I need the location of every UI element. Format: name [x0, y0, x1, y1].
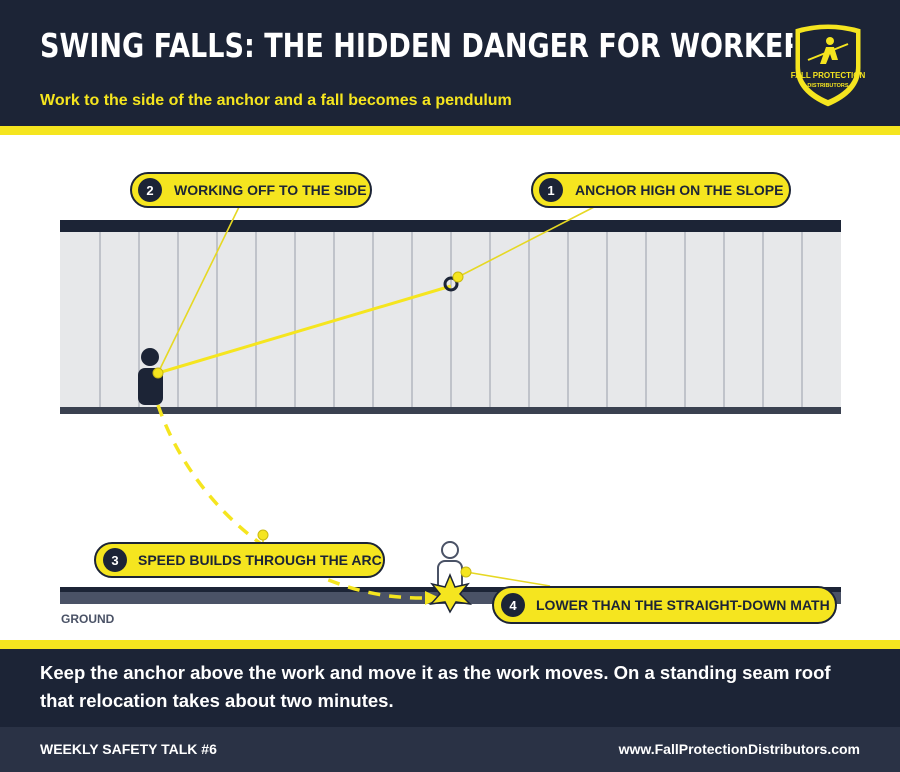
callout-working-off-side: 2 WORKING OFF TO THE SIDE [130, 172, 372, 208]
callout-number: 2 [146, 183, 153, 198]
logo-text-line1: FALL PROTECTION [791, 71, 866, 80]
footer-message: Keep the anchor above the work and move … [40, 662, 831, 711]
footer-stripe [0, 640, 900, 649]
company-logo: FALL PROTECTION DISTRIBUTORS [791, 21, 866, 110]
lifeline [157, 284, 452, 375]
header-stripe [0, 126, 900, 135]
swing-fall-diagram: GROUND 2 WORKING OFF TO THE SIDE [60, 172, 841, 626]
bottom-bar [0, 727, 900, 772]
anchor-point [443, 276, 459, 292]
impact-burst-icon [429, 573, 473, 614]
impact-worker-figure [437, 541, 463, 592]
callout-lower-than-math: 4 LOWER THAN THE STRAIGHT-DOWN MATH [492, 586, 837, 624]
callout-speed-builds: 3 SPEED BUILDS THROUGH THE ARC [94, 542, 385, 578]
page-title: SWING FALLS: THE HIDDEN DANGER FOR WORKE… [40, 26, 824, 65]
roof-panel [60, 220, 841, 414]
callout-label: ANCHOR HIGH ON THE SLOPE [575, 182, 783, 198]
header-band [0, 0, 900, 126]
callout-label: SPEED BUILDS THROUGH THE ARC [138, 552, 382, 568]
callout-number: 3 [111, 553, 118, 568]
footer-band [0, 649, 900, 727]
arc-arrowhead [425, 591, 440, 605]
ground-label: GROUND [61, 612, 115, 626]
logo-text-line2: DISTRIBUTORS [807, 83, 848, 89]
callout-number: 4 [509, 598, 517, 613]
callout-label: WORKING OFF TO THE SIDE [174, 182, 367, 198]
series-label: WEEKLY SAFETY TALK #6 [40, 741, 217, 757]
callout-number: 1 [547, 183, 554, 198]
callout-anchor-high: 1 ANCHOR HIGH ON THE SLOPE [531, 172, 791, 208]
website-link[interactable]: www.FallProtectionDistributors.com [618, 741, 860, 757]
page-subtitle: Work to the side of the anchor and a fal… [40, 92, 512, 109]
worker-shield-icon [807, 37, 849, 64]
callout-label: LOWER THAN THE STRAIGHT-DOWN MATH [536, 597, 830, 613]
leader-dots [152, 271, 472, 578]
